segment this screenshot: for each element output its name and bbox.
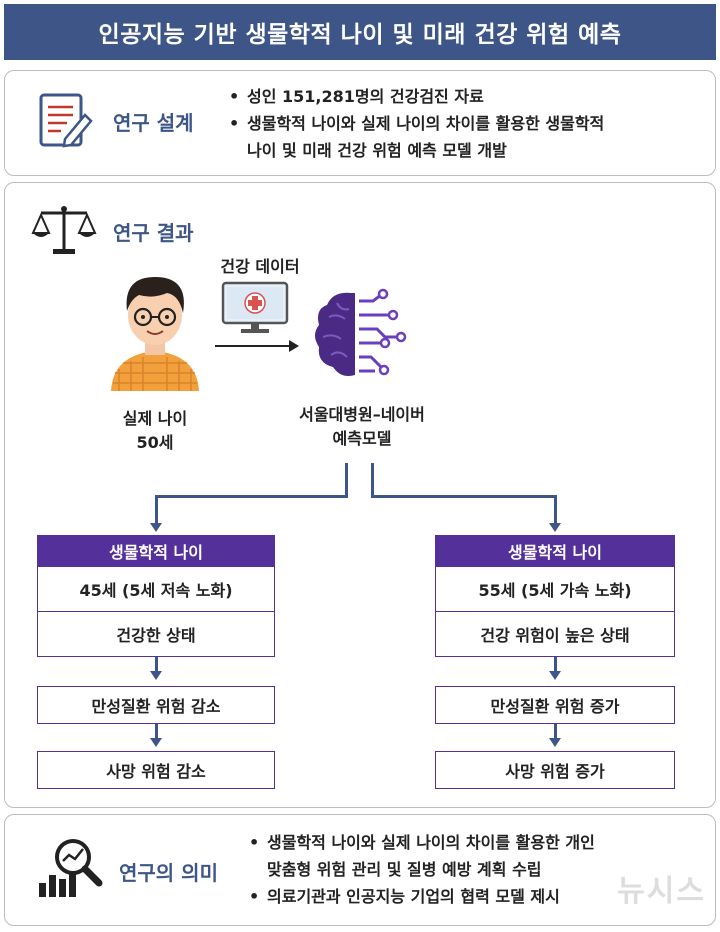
left-bio-age-value: 45세 (5세 저속 노화) (37, 566, 275, 612)
left-bio-age-header: 생물학적 나이 (37, 535, 275, 567)
study-results-panel: 연구 결과 실제 나이 50세 건강 데이터 (4, 182, 716, 808)
right-arrow-2 (549, 738, 561, 747)
list-item-continuation: 맞춤형 위험 관리 및 질병 예방 계획 수립 (267, 860, 542, 879)
prediction-model-caption: 서울대병원–네이버 예측모델 (267, 403, 457, 451)
scale-icon (31, 206, 97, 254)
left-arrow-1-line (155, 657, 158, 673)
left-chronic-risk: 만성질환 위험 감소 (37, 686, 275, 724)
model-name: 서울대병원–네이버 (299, 405, 425, 424)
left-arrow-1 (150, 671, 162, 680)
right-arrow-1-line (554, 657, 557, 673)
list-item-continuation: 나이 및 미래 건강 위험 예측 모델 개발 (247, 141, 507, 160)
branch-arrow-left (150, 523, 162, 532)
branch-line-left-vertical-top (345, 463, 348, 497)
right-arrow-2-line (554, 724, 557, 740)
study-results-label: 연구 결과 (113, 221, 194, 245)
study-meaning-label: 연구의 의미 (119, 861, 218, 885)
analytics-magnifier-icon (39, 839, 103, 897)
model-type: 예측모델 (332, 429, 392, 448)
health-data-label: 건강 데이터 (220, 257, 300, 276)
list-item: 의료기관과 인공지능 기업의 협력 모델 제시 (247, 883, 560, 910)
ai-brain-icon (315, 288, 407, 376)
branch-line-left-horizontal (155, 495, 348, 498)
list-item: 성인 151,281명의 건강검진 자료 (227, 83, 604, 110)
branch-line-right-horizontal (371, 495, 557, 498)
branch-arrow-right (549, 523, 561, 532)
study-meaning-bullets: 생물학적 나이와 실제 나이의 차이를 활용한 개인 (247, 829, 595, 856)
page-title: 인공지능 기반 생물학적 나이 및 미래 건강 위험 예측 (4, 4, 716, 60)
data-flow-arrow-line (215, 345, 291, 347)
right-arrow-1 (549, 671, 561, 680)
data-flow-arrow-head (289, 340, 299, 352)
branch-line-left-vertical (155, 495, 158, 525)
branch-line-right-vertical (554, 495, 557, 525)
study-design-panel: 연구 설계 성인 151,281명의 건강검진 자료 생물학적 나이와 실제 나… (4, 70, 716, 176)
actual-age-label: 실제 나이 (122, 409, 188, 428)
document-pen-icon (39, 93, 93, 148)
actual-age-caption: 실제 나이 50세 (95, 407, 215, 455)
right-bio-age-header: 생물학적 나이 (435, 535, 675, 567)
actual-age-value: 50세 (136, 433, 174, 452)
left-health-state: 건강한 상태 (37, 611, 275, 657)
left-death-risk: 사망 위험 감소 (37, 751, 275, 789)
list-item: 생물학적 나이와 실제 나이의 차이를 활용한 생물학적 (227, 110, 604, 137)
branch-line-right-vertical-top (371, 463, 374, 497)
watermark-logo: 뉴시스 (617, 874, 706, 909)
person-avatar-icon (111, 277, 199, 391)
left-arrow-2-line (155, 724, 158, 740)
study-meaning-panel: 연구의 의미 생물학적 나이와 실제 나이의 차이를 활용한 개인 맞춤형 위험… (4, 814, 716, 926)
right-chronic-risk: 만성질환 위험 증가 (435, 686, 675, 724)
right-death-risk: 사망 위험 증가 (435, 751, 675, 789)
study-design-bullets: 성인 151,281명의 건강검진 자료 생물학적 나이와 실제 나이의 차이를… (227, 83, 604, 137)
list-item: 생물학적 나이와 실제 나이의 차이를 활용한 개인 (247, 829, 595, 856)
right-health-state: 건강 위험이 높은 상태 (435, 611, 675, 657)
monitor-icon (221, 281, 289, 333)
study-design-label: 연구 설계 (113, 111, 194, 135)
left-arrow-2 (150, 738, 162, 747)
right-bio-age-value: 55세 (5세 가속 노화) (435, 566, 675, 612)
study-meaning-bullets-2: 의료기관과 인공지능 기업의 협력 모델 제시 (247, 883, 560, 910)
